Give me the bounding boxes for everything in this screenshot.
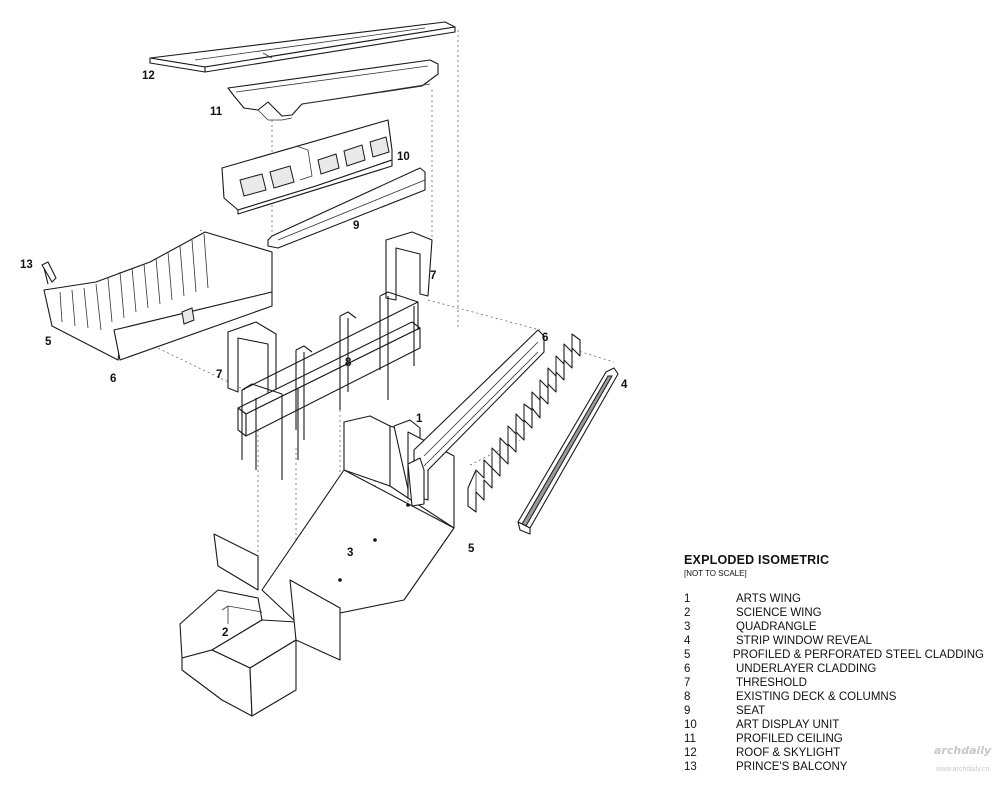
legend-item-label: SCIENCE WING <box>736 607 822 619</box>
legend-list: 1 ARTS WING 2 SCIENCE WING 3 QUADRANGLE 4 ST… <box>684 592 984 774</box>
art-display-unit <box>221 119 393 215</box>
existing-deck-columns <box>237 291 421 480</box>
leader-dots <box>338 503 410 582</box>
callout-4: 4 <box>621 379 628 391</box>
callout-1: 1 <box>416 413 423 425</box>
legend-item: 10 ART DISPLAY UNIT <box>684 718 984 732</box>
legend-item: 2 SCIENCE WING <box>684 606 984 620</box>
legend-item: 8 EXISTING DECK & COLUMNS <box>684 690 984 704</box>
legend-item-label: THRESHOLD <box>736 677 807 689</box>
legend-item-label: ROOF & SKYLIGHT <box>736 747 841 759</box>
callout-9: 9 <box>353 220 359 232</box>
legend-item-number: 10 <box>684 719 697 731</box>
legend-subtitle: [NOT TO SCALE] <box>684 569 747 578</box>
legend-item: 11 PROFILED CEILING <box>684 732 984 746</box>
callout-labels: 12 11 10 9 13 7 5 6 8 7 6 4 1 5 3 2 <box>20 70 628 639</box>
callout-10: 10 <box>397 151 410 163</box>
callout-5-right: 5 <box>468 543 475 555</box>
legend-item-label: PRINCE'S BALCONY <box>736 761 848 773</box>
legend-item-label: STRIP WINDOW REVEAL <box>736 635 872 647</box>
callout-7-left: 7 <box>216 369 222 381</box>
callout-2: 2 <box>222 627 228 639</box>
callout-6-right: 6 <box>542 332 548 344</box>
callout-11: 11 <box>210 106 223 118</box>
legend-item-number: 11 <box>684 733 696 745</box>
science-wing <box>179 533 341 717</box>
watermark-sub-text: www.archdaily.cn <box>936 766 990 773</box>
princes-balcony <box>41 261 57 285</box>
legend-title: EXPLODED ISOMETRIC <box>684 553 830 567</box>
legend-item-number: 3 <box>684 621 691 633</box>
callout-5-left: 5 <box>45 336 52 348</box>
legend-item: 7 THRESHOLD <box>684 676 984 690</box>
legend-item: 9 SEAT <box>684 704 984 718</box>
underlayer-cladding-right <box>407 329 545 507</box>
legend-item-label: EXISTING DECK & COLUMNS <box>736 691 897 703</box>
left-cladding-panel <box>43 231 273 361</box>
callout-3: 3 <box>347 547 353 559</box>
quadrangle <box>261 469 455 623</box>
legend-item-label: ARTS WING <box>736 593 801 605</box>
legend-item-label: QUADRANGLE <box>736 621 817 633</box>
legend-item: 5 PROFILED & PERFORATED STEEL CLADDING <box>684 648 984 662</box>
legend-item: 1 ARTS WING <box>684 592 984 606</box>
legend-item-label: UNDERLAYER CLADDING <box>736 663 877 675</box>
legend-item-number: 2 <box>684 607 691 619</box>
legend-item-number: 5 <box>684 649 691 661</box>
watermark-main-text: archdaily <box>934 744 992 757</box>
seat <box>267 167 426 249</box>
steel-cladding-right <box>467 333 581 513</box>
legend-item-number: 8 <box>684 691 691 703</box>
callout-13: 13 <box>20 259 33 271</box>
legend-item: 13 PRINCE'S BALCONY <box>684 760 984 774</box>
legend-item-label: PROFILED CEILING <box>736 733 843 745</box>
legend-item-number: 13 <box>684 761 697 773</box>
legend-item-number: 12 <box>684 747 697 759</box>
legend: EXPLODED ISOMETRIC [NOT TO SCALE] 1 ARTS … <box>684 553 984 774</box>
watermark-logo: archdaily www.archdaily.cn <box>928 736 992 780</box>
legend-item-label: ART DISPLAY UNIT <box>736 719 840 731</box>
legend-item: 3 QUADRANGLE <box>684 620 984 634</box>
threshold-upper <box>385 231 433 301</box>
legend-item: 6 UNDERLAYER CLADDING <box>684 662 984 676</box>
legend-item-number: 9 <box>684 705 691 717</box>
callout-6-left: 6 <box>110 373 116 385</box>
roof-skylight <box>149 21 456 73</box>
legend-item: 12 ROOF & SKYLIGHT <box>684 746 984 760</box>
profiled-ceiling <box>227 59 439 121</box>
callout-12: 12 <box>142 70 155 82</box>
legend-item-number: 6 <box>684 663 691 675</box>
callout-7-upper: 7 <box>430 270 436 282</box>
threshold-left <box>227 321 277 399</box>
legend-item-label: PROFILED & PERFORATED STEEL CLADDING <box>732 649 984 661</box>
legend-item-number: 1 <box>684 593 691 605</box>
callout-8: 8 <box>345 357 352 369</box>
legend-item: 4 STRIP WINDOW REVEAL <box>684 634 984 648</box>
legend-item-label: SEAT <box>736 705 766 717</box>
legend-item-number: 7 <box>684 677 691 689</box>
legend-item-number: 4 <box>684 635 691 647</box>
strip-window-reveal <box>517 367 619 535</box>
